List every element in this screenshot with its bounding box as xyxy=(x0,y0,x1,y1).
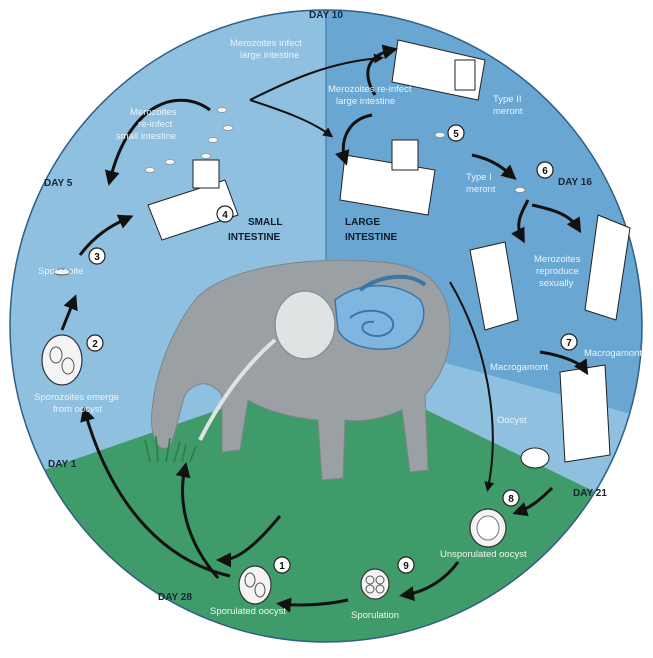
reinfect-small-label-2: re-infect xyxy=(138,119,173,130)
day21-label: DAY 21 xyxy=(573,488,607,499)
stage-4-badge: 4 xyxy=(217,206,233,222)
stage-5-badge: 5 xyxy=(448,125,464,141)
svg-text:3: 3 xyxy=(94,252,100,263)
stage-1-badge: 1 xyxy=(274,557,290,573)
stage-7-badge: 7 xyxy=(561,334,577,350)
stage-2-badge: 2 xyxy=(87,335,103,351)
type2-meront-label: Type II xyxy=(493,94,522,105)
stage-8-badge: 8 xyxy=(503,490,519,506)
reinfect-small-label: Merozoites xyxy=(130,107,177,118)
day28-label: DAY 28 xyxy=(158,592,192,603)
reproduce-label-2: reproduce xyxy=(536,266,579,277)
infect-large-label-2: large intestine xyxy=(240,50,299,61)
svg-text:5: 5 xyxy=(453,129,459,140)
svg-text:4: 4 xyxy=(222,210,228,221)
stage-6-badge: 6 xyxy=(537,162,553,178)
region-small-label: SMALL xyxy=(248,217,282,228)
sporozoites-emerge-label-2: from oocyst xyxy=(53,404,102,415)
macrogamont-right-label: Macrogamont xyxy=(584,348,642,359)
infect-large-label: Merozoites infect xyxy=(230,38,302,49)
svg-text:9: 9 xyxy=(403,561,409,572)
svg-text:7: 7 xyxy=(566,338,572,349)
reinfect-large-label-2: large intestine xyxy=(336,96,395,107)
reinfect-large-label: Merozoites re-infect xyxy=(328,84,412,95)
sporulation-label: Sporulation xyxy=(351,610,399,621)
svg-text:8: 8 xyxy=(508,494,514,505)
sporulated-oocyst-icon xyxy=(239,566,271,604)
sporulated-oocyst-label: Sporulated oocyst xyxy=(210,606,286,617)
region-large-label-2: INTESTINE xyxy=(345,232,398,243)
reproduce-label-3: sexually xyxy=(539,278,574,289)
type1-meront-label-2: meront xyxy=(466,184,496,195)
macrogamont-left-label: Macrogamont xyxy=(490,362,548,373)
day10-label: DAY 10 xyxy=(309,10,343,21)
sporozoite-emerge-oocyst-icon xyxy=(42,335,82,385)
reproduce-label: Merozoites xyxy=(534,254,581,265)
sporozoite-label: Sporozoite xyxy=(38,266,83,277)
sporozoites-emerge-label: Sporozoites emerge xyxy=(34,392,119,403)
type2-meront-label-2: meront xyxy=(493,106,523,117)
sporulation-icon xyxy=(361,569,389,599)
svg-text:1: 1 xyxy=(279,561,285,572)
type1-meront-label: Type I xyxy=(466,172,492,183)
svg-text:6: 6 xyxy=(542,166,548,177)
stage-3-badge: 3 xyxy=(89,248,105,264)
region-large-label: LARGE xyxy=(345,217,380,228)
day5-label: DAY 5 xyxy=(44,178,73,189)
svg-text:2: 2 xyxy=(92,339,98,350)
stage-9-badge: 9 xyxy=(398,557,414,573)
region-small-label-2: INTESTINE xyxy=(228,232,281,243)
unsporulated-oocyst-icon xyxy=(470,509,506,547)
oocyst-label: Oocyst xyxy=(497,415,527,426)
day16-label: DAY 16 xyxy=(558,177,592,188)
unsporulated-oocyst-label: Unsporulated oocyst xyxy=(440,549,527,560)
day1-label: DAY 1 xyxy=(48,459,77,470)
reinfect-small-label-3: small intestine xyxy=(116,131,176,142)
